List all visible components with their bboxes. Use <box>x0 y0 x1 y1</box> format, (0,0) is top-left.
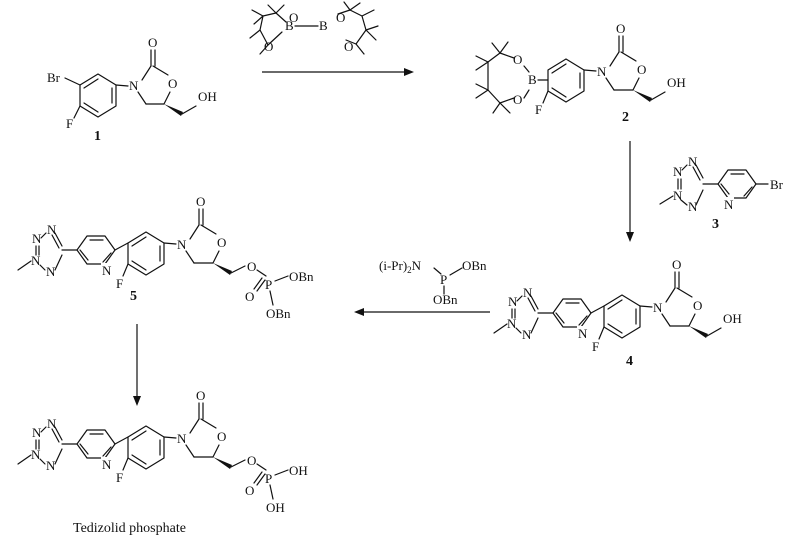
bromine-atom: Br <box>47 70 61 85</box>
phosphoryl-oxygen: O <box>245 483 254 498</box>
phosphorus-atom: P <box>265 471 272 486</box>
nitrogen-atom: N <box>673 164 683 179</box>
pyridine-nitrogen: N <box>578 326 588 341</box>
fluorine-atom: F <box>592 339 599 354</box>
arrow-2-to-4 <box>626 141 634 242</box>
diisopropylamino-group: (i-Pr)2N <box>379 258 422 275</box>
carbonyl-oxygen: O <box>672 257 681 272</box>
compound-number-1: 1 <box>94 129 101 144</box>
ring-oxygen: O <box>217 429 226 444</box>
hydroxyl-group: OH <box>667 75 686 90</box>
compound-number-2: 2 <box>622 110 629 125</box>
nitrogen-atom: N <box>46 264 56 279</box>
compound-2: B O O F N O O OH 2 <box>475 21 686 125</box>
nitrogen-atom: N <box>177 237 187 252</box>
nitrogen-atom: N <box>688 154 698 169</box>
reagent-b2pin2: B O O B O O <box>249 1 379 55</box>
oxygen-atom: O <box>289 10 298 25</box>
ring-oxygen: O <box>637 62 646 77</box>
nitrogen-atom: N <box>522 327 532 342</box>
phosphorus-atom: P <box>440 272 447 287</box>
benzyloxy-group: OBn <box>462 258 487 273</box>
compound-name-caption: Tedizolid phosphate <box>73 521 186 536</box>
nitrogen-atom: N <box>32 231 42 246</box>
reagent-phosphoramidite: (i-Pr)2N P OBn OBn <box>379 258 487 307</box>
fluorine-atom: F <box>116 276 123 291</box>
fluorine-atom: F <box>535 102 542 117</box>
hydroxyl-group: OH <box>198 89 217 104</box>
bromine-atom: Br <box>770 177 784 192</box>
ring-oxygen: O <box>168 76 177 91</box>
nitrogen-atom: N <box>47 222 57 237</box>
nitrogen-atom: N <box>597 64 607 79</box>
nitrogen-atom: N <box>673 188 683 203</box>
nitrogen-atom: N <box>523 285 533 300</box>
nitrogen-atom: N <box>31 253 41 268</box>
ring-oxygen: O <box>217 235 226 250</box>
compound-3: N N N N N Br 3 <box>659 154 784 232</box>
oxygen-atom: O <box>513 52 522 67</box>
nitrogen-atom: N <box>508 294 518 309</box>
nitrogen-atom: N <box>688 199 698 214</box>
carbonyl-oxygen: O <box>196 194 205 209</box>
compound-4: N N N N N F N O O <box>493 257 742 369</box>
nitrogen-atom: N <box>129 78 139 93</box>
hydroxyl-group: OH <box>266 500 285 515</box>
arrow-1-to-2 <box>262 68 414 76</box>
fluorine-atom: F <box>116 470 123 485</box>
phosphate-oxygen: O <box>247 453 256 468</box>
nitrogen-atom: N <box>507 316 517 331</box>
nitrogen-atom: N <box>47 416 57 431</box>
nitrogen-atom: N <box>653 300 663 315</box>
oxygen-atom: O <box>513 92 522 107</box>
phosphorus-atom: P <box>265 277 272 292</box>
compound-1: Br F N O O OH 1 <box>47 35 217 144</box>
nitrogen-atom: N <box>32 425 42 440</box>
carbonyl-oxygen: O <box>148 35 157 50</box>
compound-number-4: 4 <box>626 354 633 369</box>
phosphoryl-oxygen: O <box>245 289 254 304</box>
compound-number-3: 3 <box>712 217 719 232</box>
fluorine-atom: F <box>66 116 73 131</box>
oxygen-atom: O <box>264 39 273 54</box>
arrow-4-to-5 <box>354 308 490 316</box>
compound-5: N N N N N F N O O <box>17 194 314 321</box>
benzyloxy-group: OBn <box>289 269 314 284</box>
ring-oxygen: O <box>693 298 702 313</box>
oxygen-atom: O <box>344 39 353 54</box>
benzyloxy-group: OBn <box>433 292 458 307</box>
nitrogen-atom: N <box>31 447 41 462</box>
boron-atom: B <box>528 72 537 87</box>
oxygen-atom: O <box>336 10 345 25</box>
benzyloxy-group: OBn <box>266 306 291 321</box>
compound-number-5: 5 <box>130 289 137 304</box>
nitrogen-atom: N <box>177 431 187 446</box>
arrow-5-to-tedizolid <box>133 324 141 406</box>
boron-atom: B <box>319 18 328 33</box>
tedizolid-phosphate: N N N N N F N O O <box>17 388 308 536</box>
boron-atom: B <box>285 18 294 33</box>
hydroxyl-group: OH <box>289 463 308 478</box>
phosphate-oxygen: O <box>247 259 256 274</box>
hydroxyl-group: OH <box>723 311 742 326</box>
nitrogen-atom: N <box>46 458 56 473</box>
carbonyl-oxygen: O <box>616 21 625 36</box>
pyridine-nitrogen: N <box>102 457 112 472</box>
carbonyl-oxygen: O <box>196 388 205 403</box>
pyridine-nitrogen: N <box>724 197 734 212</box>
pyridine-nitrogen: N <box>102 263 112 278</box>
